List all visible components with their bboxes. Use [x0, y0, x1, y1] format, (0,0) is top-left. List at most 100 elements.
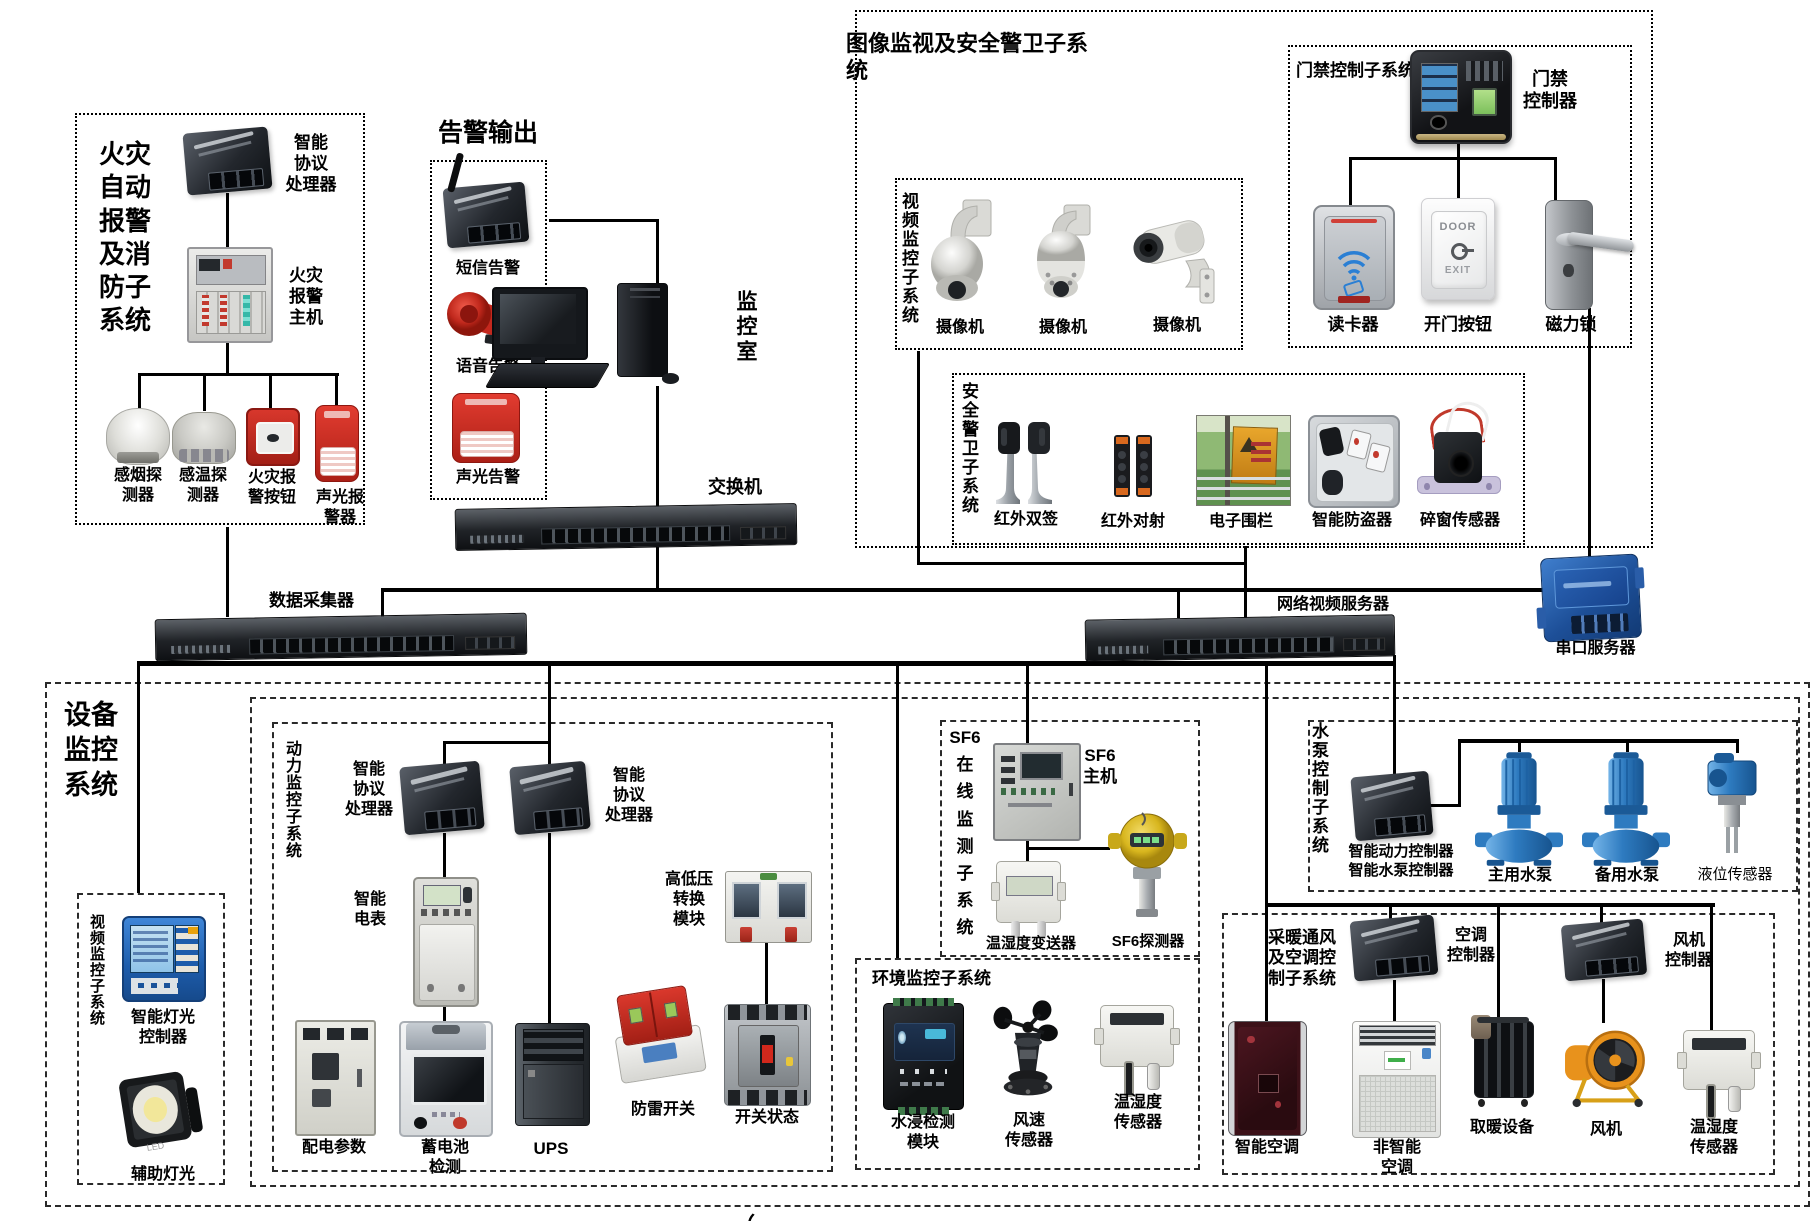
monitor-computer-device	[484, 283, 687, 388]
anti-theft-device	[1308, 415, 1400, 508]
connector-line	[656, 547, 659, 590]
connector-line	[1026, 666, 1029, 744]
connector-line	[1458, 739, 1739, 743]
power-proc2-label: 智能 协议 处理器	[604, 767, 653, 824]
ptz-camera-device	[923, 198, 995, 310]
connector-line	[443, 741, 551, 744]
connector-line	[1626, 743, 1629, 752]
ptz-camera-device	[1028, 203, 1094, 309]
connector-line	[1393, 655, 1396, 775]
fire-subsystem-title: 火灾自动报警及消防子系统	[98, 139, 151, 336]
fan-controller-device	[1560, 918, 1648, 982]
sf6-subsystem-label: SF6 在 线 监 测 子 系 统	[949, 728, 981, 938]
connector-line	[1458, 741, 1461, 806]
sf6-detector-label: SF6探测器	[1111, 933, 1185, 950]
connector-line	[1429, 804, 1461, 807]
level-sensor-label: 液位传感器	[1697, 866, 1773, 883]
security-item-label: 红外双签	[993, 511, 1058, 528]
lighting-subsystem-label: 视频监控子系统	[88, 914, 105, 1026]
connector-line	[1602, 979, 1605, 1023]
dist-cabinet-label: 配电参数	[301, 1139, 366, 1156]
serial-server-label: 串口服务器	[1555, 640, 1636, 657]
connector-line	[269, 376, 272, 409]
connector-line	[1177, 592, 1180, 618]
protocol-processor-device	[182, 126, 273, 196]
ups-label: UPS	[533, 1139, 569, 1158]
fire-subsystem-box	[75, 113, 365, 525]
smart-ac-device	[1228, 1021, 1307, 1136]
light-controller-device	[122, 916, 206, 1002]
heater-device	[1470, 1015, 1536, 1107]
wind-sensor-label: 风速 传感器	[1004, 1112, 1053, 1149]
fire-alarm-host-device	[187, 247, 273, 343]
connector-line	[226, 336, 229, 375]
heater-label: 取暖设备	[1469, 1119, 1534, 1136]
smart-meter-label: 智能 电表	[353, 891, 386, 928]
sound-light-alarm-label: 声光告警	[455, 469, 520, 486]
protocol-processor-device	[399, 760, 485, 836]
ac-controller-label: 空调 控制器	[1446, 927, 1495, 964]
switch-label: 交换机	[708, 477, 762, 497]
access-controller-label: 门禁 控制器	[1523, 69, 1577, 112]
connector-line	[656, 219, 659, 285]
env-subsystem-box	[855, 958, 1200, 1170]
security-item-label: 电子围栏	[1208, 513, 1273, 530]
equipment-box	[45, 682, 1810, 1207]
connector-line	[1554, 160, 1557, 201]
connector-line	[381, 588, 1544, 592]
sf6-host-label: SF6 主机	[1083, 746, 1117, 787]
video-subsystem-label: 视频监控子系统	[899, 192, 918, 325]
aux-light-label: 辅助灯光	[130, 1166, 195, 1183]
led-text: LED	[146, 1140, 165, 1153]
pump-subsystem-box	[1308, 720, 1798, 892]
card-reader-device	[1313, 205, 1395, 310]
security-subsystem-box	[952, 373, 1525, 545]
door-button-device: DOOR EXIT	[1421, 198, 1495, 300]
backup-pump-label: 备用水泵	[1594, 867, 1659, 884]
water-leak-module-label: 水浸检测 模块	[890, 1114, 955, 1151]
battery-tester-device	[399, 1021, 493, 1137]
nvr-device	[1084, 614, 1396, 662]
access-subsystem-box	[1288, 45, 1632, 348]
ir-dual-detector-device	[990, 418, 1058, 508]
security-item-label: 碎窗传感器	[1419, 512, 1500, 529]
smart-meter-device	[413, 877, 479, 1007]
heat-detector-label: 感温探 测器	[178, 467, 227, 504]
surveillance-title: 图像监视及安全警卫子系统	[846, 31, 1089, 84]
connector-line	[1389, 905, 1392, 919]
fire-alarm-button-label: 火灾报 警按钮	[247, 469, 296, 506]
access-subsystem-label: 门禁控制子系统	[1296, 61, 1415, 80]
connector-line	[443, 833, 446, 878]
ups-device	[515, 1023, 590, 1126]
connector-line	[549, 219, 659, 222]
power-proc1-label: 智能 协议 处理器	[344, 761, 393, 818]
power-subsystem-box	[272, 722, 833, 1172]
monitor-room-label: 监控室	[734, 290, 757, 365]
hvac-th-sensor-label: 温湿度 传感器	[1689, 1119, 1738, 1156]
normal-ac-label: 非智能 空调	[1372, 1139, 1421, 1176]
connector-line	[443, 1001, 446, 1022]
led-floodlight-device: LED	[118, 1063, 208, 1161]
heat-detector-device	[172, 412, 236, 464]
connector-line	[548, 833, 551, 1024]
magnetic-lock-device	[1545, 200, 1634, 310]
connector-line	[138, 373, 339, 376]
switch-device	[454, 503, 798, 551]
level-sensor-device	[1700, 751, 1765, 855]
fan-label: 风机	[1589, 1121, 1622, 1138]
video-subsystem-box	[895, 178, 1243, 350]
wind-sensor-device	[986, 1000, 1070, 1105]
card-reader-label: 读卡器	[1327, 315, 1379, 334]
security-item-label: 红外对射	[1100, 513, 1165, 530]
smart-ac-label: 智能空调	[1234, 1139, 1299, 1156]
camera-label: 摄像机	[935, 319, 984, 336]
hv-module-device	[725, 871, 812, 943]
sf6-detector-device	[1106, 811, 1189, 925]
connector-line	[896, 666, 899, 958]
main-pump-device	[1475, 750, 1563, 868]
connector-line	[1457, 140, 1460, 158]
connector-line	[137, 661, 1396, 666]
camera-label: 摄像机	[1152, 317, 1201, 334]
equipment-title: 设备监控系统	[64, 700, 118, 801]
fire-alarm-host-label: 火灾 报警 主机	[289, 266, 323, 328]
